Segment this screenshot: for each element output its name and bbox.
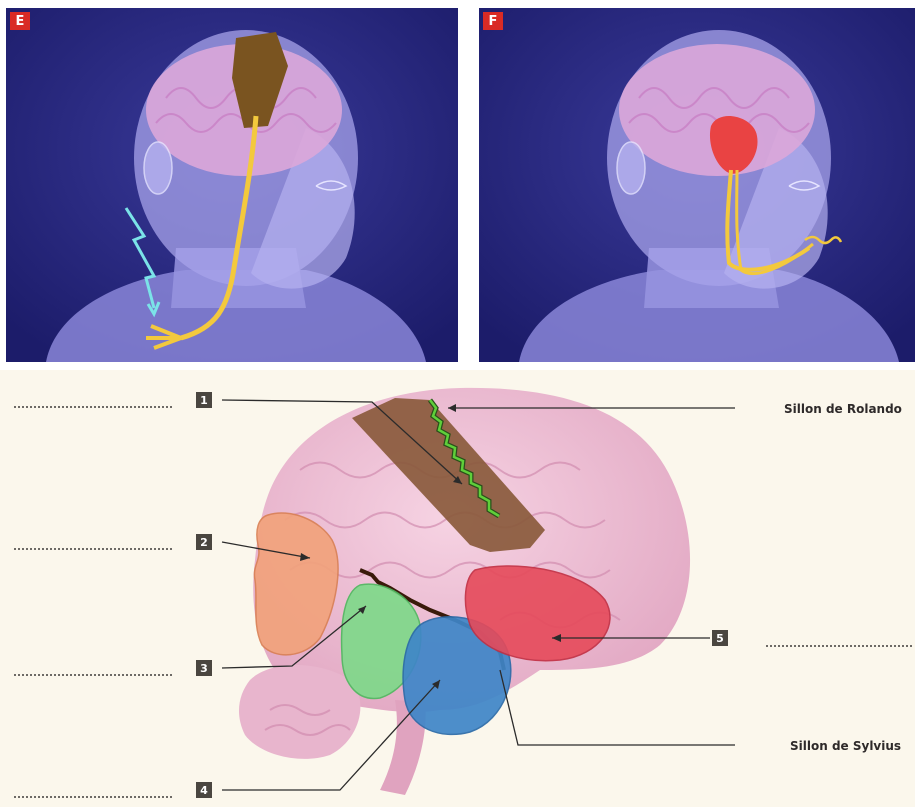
brain-lateral-diagram: 1 2 3 4 5 Sillon de Rolando Sillon de Sy…: [0, 370, 915, 807]
label-number-2: 2: [196, 534, 212, 550]
answer-line-1[interactable]: [14, 404, 172, 408]
ear-shape: [144, 142, 172, 194]
panel-e-badge: E: [10, 12, 30, 30]
cerebellum-shape: [239, 665, 360, 759]
label-number-1: 1: [196, 392, 212, 408]
label-sillon-de-rolando: Sillon de Rolando: [784, 402, 915, 416]
label-number-4: 4: [196, 782, 212, 798]
brain-lateral-illustration: [0, 370, 915, 807]
leader-line-sylvius: [500, 670, 735, 745]
answer-line-5[interactable]: [766, 643, 912, 647]
ear-shape: [617, 142, 645, 194]
answer-line-3[interactable]: [14, 672, 172, 676]
panel-f: F: [479, 8, 915, 362]
label-number-3: 3: [196, 660, 212, 676]
panel-e-illustration: [6, 8, 458, 362]
panel-f-illustration: [479, 8, 915, 362]
panel-e: E: [6, 8, 458, 362]
answer-line-2[interactable]: [14, 546, 172, 550]
label-sillon-de-sylvius: Sillon de Sylvius: [790, 739, 915, 753]
label-number-5: 5: [712, 630, 728, 646]
panel-f-badge: F: [483, 12, 503, 30]
answer-line-4[interactable]: [14, 794, 172, 798]
